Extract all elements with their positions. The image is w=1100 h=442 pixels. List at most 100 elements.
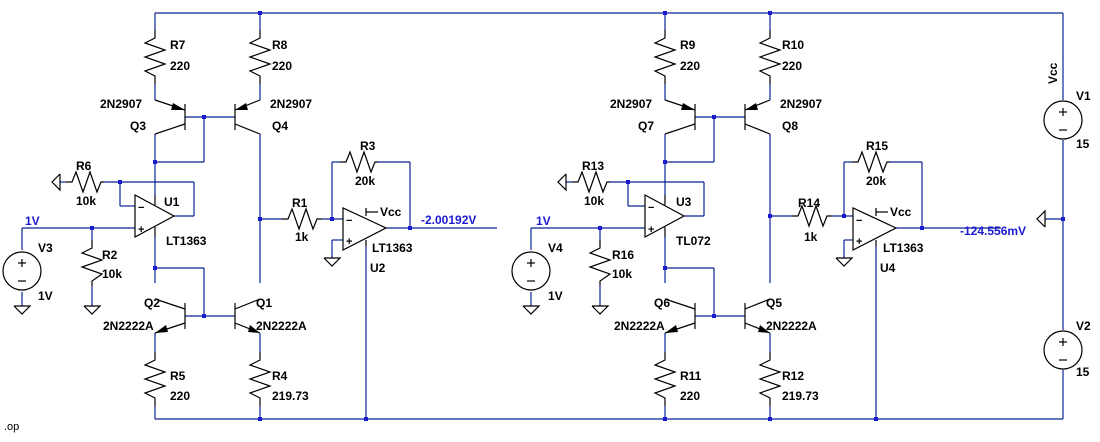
value-r4: 219.73 <box>272 389 309 403</box>
ground-icon <box>835 257 854 267</box>
value-r13: 10k <box>584 194 604 208</box>
label-r1: R1 <box>292 196 308 210</box>
ground-icon <box>323 257 342 267</box>
transistor-q6 <box>664 298 696 334</box>
label-r14: R14 <box>798 196 820 210</box>
model-u2: LT1363 <box>372 241 413 255</box>
label-r4: R4 <box>272 369 288 383</box>
u2-minus-sign: − <box>346 215 352 227</box>
label-r8: R8 <box>272 38 288 52</box>
ground-icon <box>591 305 610 315</box>
wires <box>21 12 1064 420</box>
label-r3: R3 <box>360 139 376 153</box>
source-v1 <box>1043 100 1083 140</box>
model-q2: 2N2222A <box>103 319 154 333</box>
label-q4: Q4 <box>272 119 288 133</box>
value-r14: 1k <box>804 230 818 244</box>
ground-icon <box>1036 209 1046 228</box>
label-q3: Q3 <box>130 119 146 133</box>
model-q1: 2N2222A <box>256 319 307 333</box>
model-u1: LT1363 <box>166 234 207 248</box>
resistor-r5 <box>143 352 167 406</box>
transistor-q5 <box>744 298 771 334</box>
label-v1: V1 <box>1076 89 1091 103</box>
pin-vcc-u2: Vcc <box>380 205 402 219</box>
label-v4: V4 <box>548 241 563 255</box>
resistor-r15 <box>852 150 890 174</box>
label-q6: Q6 <box>654 296 670 310</box>
model-q4: 2N2907 <box>270 97 312 111</box>
resistor-r11 <box>653 352 677 406</box>
value-r9: 220 <box>680 59 700 73</box>
labels: R7 220 R8 220 2N2907 Q3 2N2907 Q4 R6 10k… <box>4 38 1091 433</box>
u3-plus-sign: + <box>648 224 654 236</box>
value-r12: 219.73 <box>782 389 819 403</box>
value-r16: 10k <box>612 267 632 281</box>
value-r1: 1k <box>295 230 309 244</box>
transistor-q2 <box>154 298 186 334</box>
resistor-r2 <box>80 240 104 286</box>
value-v4: 1V <box>548 289 563 303</box>
label-q2: Q2 <box>144 296 160 310</box>
label-r9: R9 <box>680 38 696 52</box>
resistor-r10 <box>758 30 782 84</box>
model-q6: 2N2222A <box>614 319 665 333</box>
value-v1: 15 <box>1076 137 1090 151</box>
model-q5: 2N2222A <box>766 319 817 333</box>
label-q5: Q5 <box>766 296 782 310</box>
value-r11: 220 <box>680 389 700 403</box>
label-v3: V3 <box>38 241 53 255</box>
resistor-r14 <box>792 204 832 228</box>
resistor-r8 <box>248 30 272 84</box>
model-q3: 2N2907 <box>100 97 142 111</box>
ground-icon <box>557 173 567 192</box>
net-label-out-left: -2.00192V <box>421 213 476 227</box>
value-v3: 1V <box>38 289 53 303</box>
value-r15: 20k <box>866 174 886 188</box>
net-label-in-right: 1V <box>536 214 551 228</box>
model-u3: TL072 <box>676 234 711 248</box>
u4-minus-sign: − <box>856 215 862 227</box>
source-v2 <box>1043 330 1083 370</box>
model-q8: 2N2907 <box>780 97 822 111</box>
resistor-r9 <box>653 30 677 84</box>
label-u1: U1 <box>164 195 180 209</box>
opamp-u2 <box>342 207 388 251</box>
transistor-q8 <box>744 99 771 135</box>
label-r15: R15 <box>866 139 888 153</box>
resistor-r16 <box>588 240 612 286</box>
opamp-u3 <box>644 193 686 239</box>
value-r8: 220 <box>272 59 292 73</box>
resistor-r4 <box>248 352 272 406</box>
model-q7: 2N2907 <box>610 97 652 111</box>
resistor-r1 <box>282 207 322 231</box>
opamp-u1 <box>134 193 176 239</box>
net-label-vcc-rail: Vcc <box>1046 62 1060 84</box>
label-u4: U4 <box>880 261 896 275</box>
net-label-in-left: 1V <box>25 214 40 228</box>
value-v2: 15 <box>1076 365 1090 379</box>
label-v2: V2 <box>1076 319 1091 333</box>
label-r16: R16 <box>612 248 634 262</box>
resistor-r3 <box>340 150 378 174</box>
value-r10: 220 <box>782 59 802 73</box>
resistor-r13 <box>572 170 610 194</box>
ground-icon <box>51 173 61 192</box>
value-r5: 220 <box>170 389 190 403</box>
net-label-out-right: -124.556mV <box>960 224 1026 238</box>
label-r10: R10 <box>782 38 804 52</box>
transistor-q7 <box>664 99 696 135</box>
opamp-u4 <box>852 207 898 251</box>
ground-icon <box>13 305 32 315</box>
label-u2: U2 <box>370 261 386 275</box>
transistor-q1 <box>234 298 261 334</box>
junctions <box>90 11 1065 421</box>
u2-plus-sign: + <box>346 236 352 248</box>
label-q7: Q7 <box>638 119 654 133</box>
source-v4 <box>511 251 551 291</box>
value-r7: 220 <box>170 59 190 73</box>
spice-directive: .op <box>4 421 19 433</box>
label-u3: U3 <box>676 195 692 209</box>
value-r2: 10k <box>102 267 122 281</box>
